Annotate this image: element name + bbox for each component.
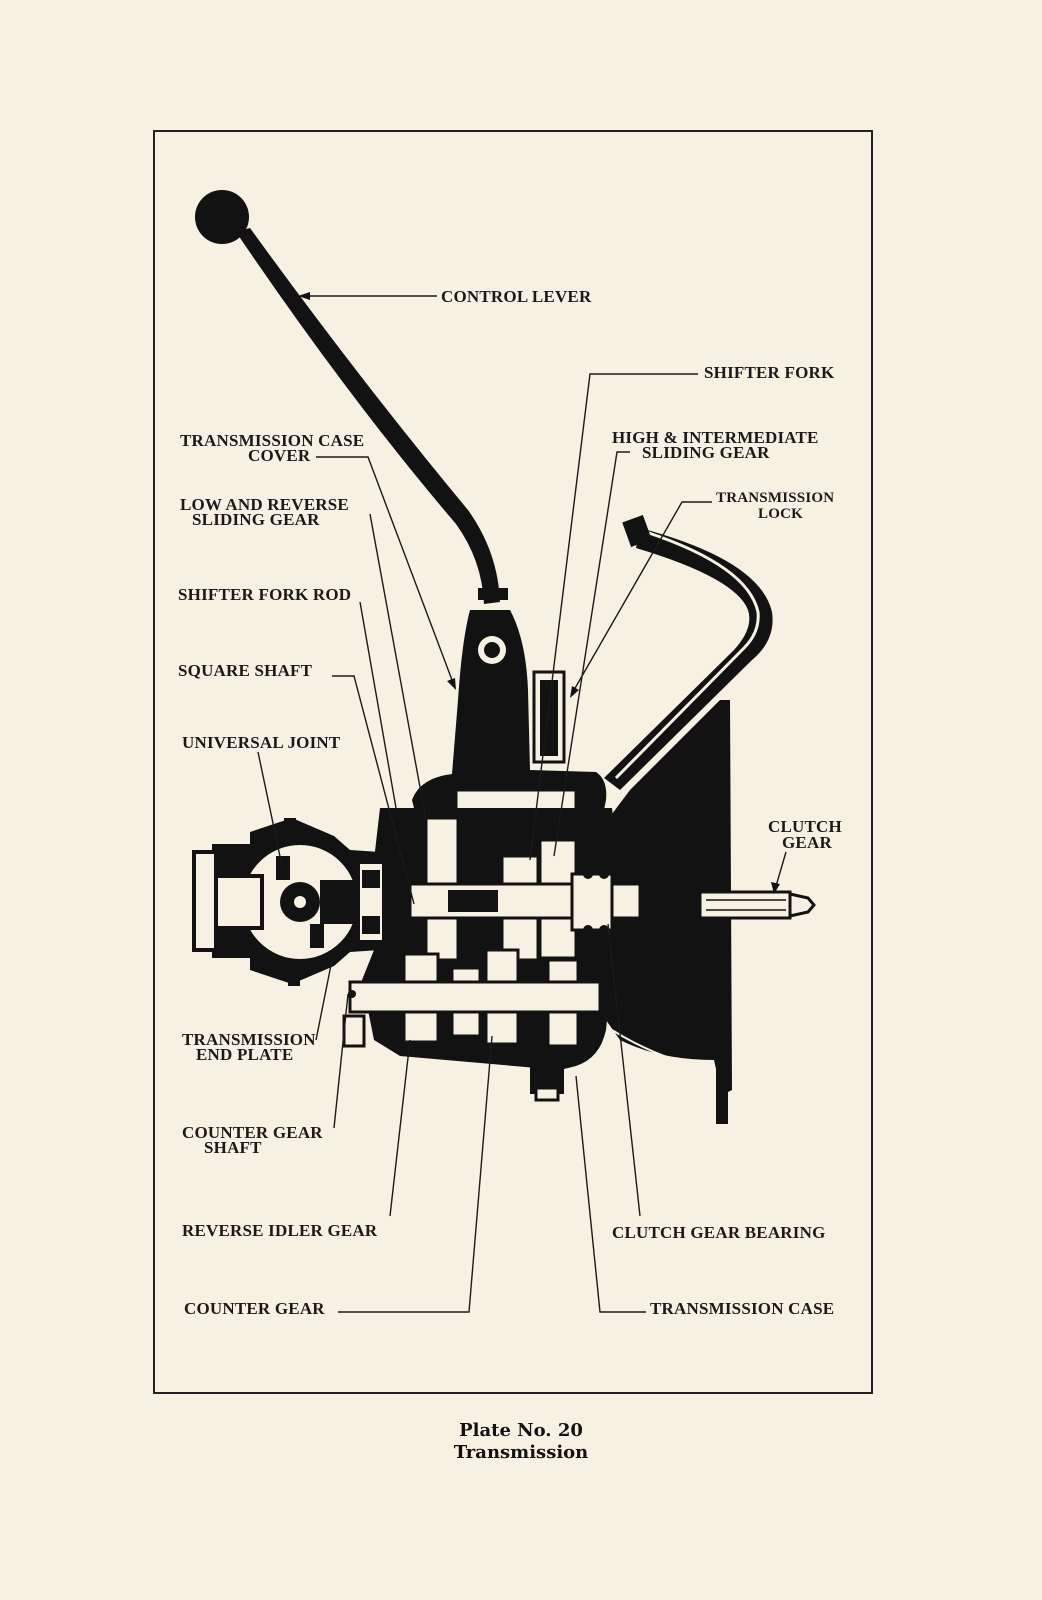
control-lever-drawing [195,190,508,604]
label-clutch-bearing: CLUTCH GEAR BEARING [612,1223,826,1242]
label-end-plate-line2: END PLATE [196,1045,293,1064]
leader-case-cover [316,456,453,681]
callout-labels: CONTROL LEVER SHIFTER FORK TRANSMISSION … [178,287,842,1318]
label-fork-rod: SHIFTER FORK ROD [178,585,351,604]
leader-transmission-case [575,1075,646,1313]
plate-frame [153,130,873,1394]
leader-square-shaft [332,675,415,905]
case-cover-drawing [412,610,607,832]
leader-shifter-fork [529,373,698,861]
label-low-reverse-line1: LOW AND REVERSE [180,495,349,514]
leader-counter-shaft [333,993,349,1129]
leader-end-plate [315,959,333,1041]
label-lock-line1: TRANSMISSION [716,490,834,506]
label-clutch-gear-line1: CLUTCH [768,817,842,836]
leader-reverse-idler [389,1039,411,1217]
label-lock-line2: LOCK [758,506,803,522]
leader-high-gear [553,451,630,857]
leader-universal-joint [257,751,283,867]
leader-low-reverse [369,513,427,821]
plate-title: Transmission [453,1442,589,1463]
label-high-gear-line1: HIGH & INTERMEDIATE [612,428,819,447]
label-low-reverse-line2: SLIDING GEAR [192,510,320,529]
leader-clutch-bearing [607,923,641,1217]
label-end-plate-line1: TRANSMISSION [182,1030,316,1049]
lever-knob [195,190,249,244]
universal-joint-drawing [192,818,386,986]
label-reverse-idler: REVERSE IDLER GEAR [182,1221,378,1240]
transmission-drawing [192,190,816,1124]
transmission-lock-drawing [604,515,773,790]
counter-shaft-drawing [342,980,602,1048]
label-clutch-gear-line2: GEAR [782,833,832,852]
label-counter-gear: COUNTER GEAR [184,1299,325,1318]
leader-clutch-gear [775,851,787,887]
label-transmission-case: TRANSMISSION CASE [650,1299,834,1318]
leader-counter-gear [338,1035,493,1313]
plate-number: Plate No. 20 [459,1420,583,1441]
label-case-cover-line2: COVER [248,446,311,465]
label-high-gear-line2: SLIDING GEAR [642,443,770,462]
label-square-shaft: SQUARE SHAFT [178,661,313,680]
clutch-shaft-drawing [640,852,816,948]
leader-transmission-lock [573,501,712,691]
label-counter-shaft-line2: SHAFT [204,1138,262,1157]
label-counter-shaft-line1: COUNTER GEAR [182,1123,323,1142]
leader-fork-rod [359,601,397,809]
label-control-lever: CONTROL LEVER [441,287,592,306]
plate-caption: Plate No. 20 Transmission [0,1420,1042,1464]
label-shifter-fork: SHIFTER FORK [704,363,835,382]
label-case-cover-line1: TRANSMISSION CASE [180,431,364,450]
leader-lines [257,292,787,1313]
label-universal-joint: UNIVERSAL JOINT [182,733,341,752]
